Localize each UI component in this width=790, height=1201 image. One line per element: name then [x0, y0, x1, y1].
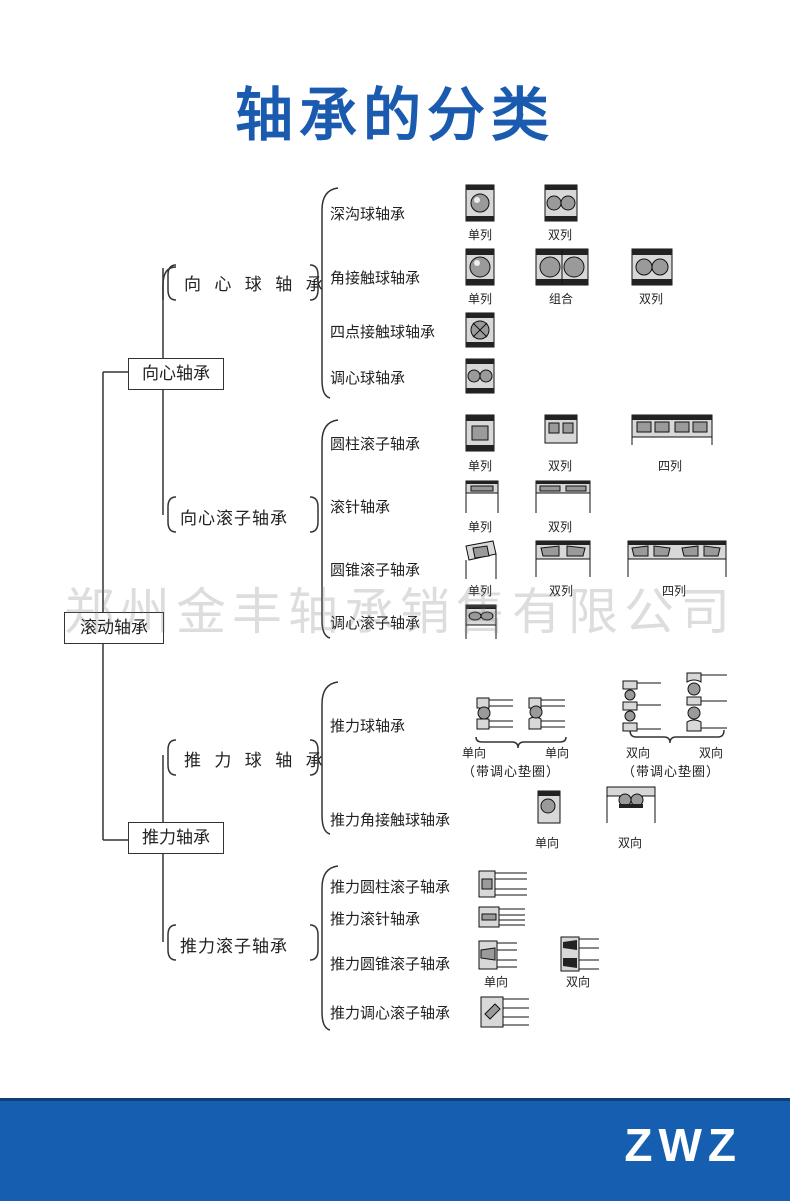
caption: 单向	[484, 975, 509, 989]
caption: 单向	[535, 836, 560, 850]
thrust-needle-icon	[478, 906, 525, 928]
caption: 双列	[548, 459, 573, 473]
caption-note: （带调心垫圈）	[462, 765, 561, 780]
leaf-thrust-needle: 推力滚针轴承	[330, 910, 421, 928]
caption: 单列	[468, 584, 493, 598]
leaf-spherical-roller: 调心滚子轴承	[330, 614, 421, 632]
leaf-thrust-cylindrical: 推力圆柱滚子轴承	[330, 878, 451, 896]
caption: 双向	[626, 746, 651, 760]
thrust-ball-single-aligning-icon	[528, 697, 565, 730]
radial-bearing-box: 向心轴承	[128, 358, 224, 390]
thrust-tapered-single-icon	[478, 940, 517, 970]
caption: 组合	[549, 292, 574, 306]
caption-note: （带调心垫圈）	[622, 765, 721, 780]
caption: 双列	[548, 228, 573, 242]
caption: 单列	[468, 459, 493, 473]
leaf-deep-groove: 深沟球轴承	[330, 205, 406, 223]
thrust-angular-double-icon	[606, 786, 656, 823]
leaf-thrust-ball: 推力球轴承	[330, 717, 406, 735]
thrust-roller-label: 推力滚子轴承	[180, 937, 288, 957]
leaf-cylindrical: 圆柱滚子轴承	[330, 435, 421, 453]
leaf-thrust-tapered: 推力圆锥滚子轴承	[330, 955, 451, 973]
tapered-four-icon	[627, 540, 727, 577]
caption: 四列	[662, 584, 687, 598]
thrust-tapered-double-icon	[560, 936, 599, 972]
caption: 双向	[699, 746, 724, 760]
brand-logo: ZWZ	[624, 1119, 742, 1171]
thrust-cylindrical-icon	[478, 870, 527, 898]
needle-double-icon	[535, 480, 591, 513]
angular-double-icon	[631, 248, 673, 286]
self-aligning-ball-icon	[465, 358, 495, 394]
deep-groove-single-icon	[465, 184, 495, 222]
cylindrical-single-icon	[465, 414, 495, 452]
leaf-thrust-angular: 推力角接触球轴承	[330, 811, 451, 829]
tapered-double-icon	[535, 540, 591, 577]
caption: 双列	[639, 292, 664, 306]
caption: 双向	[566, 975, 591, 989]
thrust-ball-single-icon	[476, 697, 513, 730]
caption: 双列	[548, 520, 573, 534]
caption: 单列	[468, 228, 493, 242]
radial-roller-label: 向心滚子轴承	[180, 509, 288, 529]
angular-combined-icon	[535, 248, 589, 286]
spherical-roller-icon	[465, 604, 497, 639]
needle-single-icon	[465, 480, 499, 513]
thrust-bearing-box: 推力轴承	[128, 822, 224, 854]
deep-groove-double-icon	[544, 184, 578, 222]
thrust-ball-double-aligning-icon	[686, 672, 727, 732]
radial-ball-label: 向 心 球 轴 承	[184, 275, 327, 295]
cylindrical-double-icon	[544, 414, 578, 444]
leaf-thrust-spherical: 推力调心滚子轴承	[330, 1004, 451, 1022]
angular-single-icon	[465, 248, 495, 286]
root-box: 滚动轴承	[64, 612, 164, 644]
leaf-angular-contact: 角接触球轴承	[330, 269, 421, 287]
caption: 单列	[468, 292, 493, 306]
leaf-self-aligning-ball: 调心球轴承	[330, 369, 406, 387]
caption: 单列	[468, 520, 493, 534]
thrust-ball-label: 推 力 球 轴 承	[184, 751, 327, 771]
leaf-four-point: 四点接触球轴承	[330, 323, 436, 341]
thrust-angular-single-icon	[537, 790, 561, 824]
four-point-icon	[465, 312, 495, 348]
tapered-single-icon	[465, 540, 497, 579]
cylindrical-four-icon	[631, 414, 713, 445]
footer-band	[0, 1098, 790, 1201]
page-title: 轴承的分类	[234, 81, 555, 149]
caption: 单向	[462, 746, 487, 760]
leaf-needle: 滚针轴承	[330, 498, 391, 516]
thrust-spherical-icon	[480, 996, 529, 1028]
leaf-tapered: 圆锥滚子轴承	[330, 561, 421, 579]
caption: 双向	[618, 836, 643, 850]
watermark: 郑州金丰轴承销售有限公司	[64, 583, 736, 641]
caption: 单向	[545, 746, 570, 760]
caption: 双列	[549, 584, 574, 598]
caption: 四列	[658, 459, 683, 473]
thrust-ball-double-icon	[622, 680, 661, 732]
